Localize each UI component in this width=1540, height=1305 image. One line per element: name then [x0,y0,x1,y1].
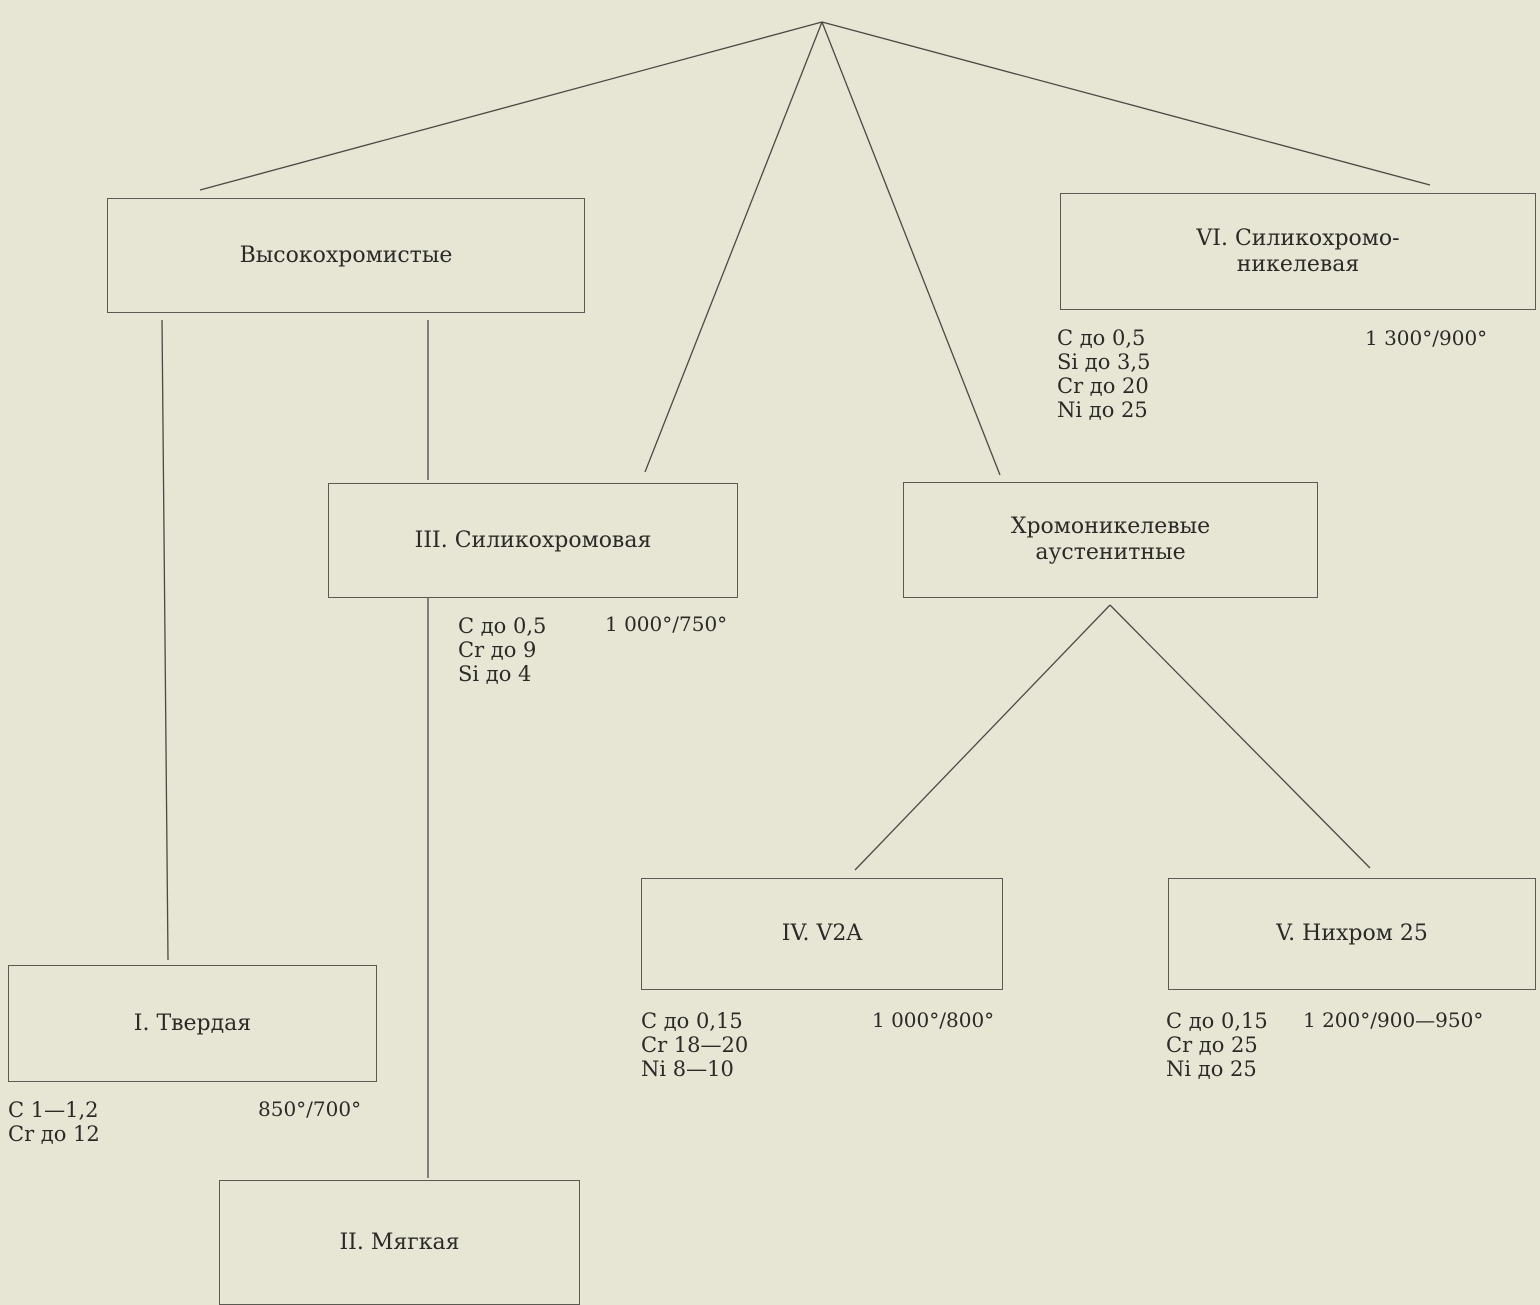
spec-line: Ni 8—10 [641,1057,734,1081]
node-title-line2: аустенитные [1035,540,1186,565]
edge-root-highchrome [199,21,823,191]
temp-V: 1 200°/900—950° [1303,1008,1484,1032]
node-title: Высокохромистые [239,242,453,268]
spec-line: Ni до 25 [1166,1057,1257,1081]
node-title: IV. V2A [781,921,863,946]
node-title: V. Нихром 25 [1276,921,1428,946]
node-IV: IV. V2A [641,878,1003,990]
node-title: II. Мягкая [339,1229,460,1255]
temp-I: 850°/700° [258,1097,362,1121]
spec-line: Ni до 25 [1057,398,1148,422]
temp-IV: 1 000°/800° [872,1008,995,1032]
spec-line: Cr до 25 [1166,1033,1258,1057]
temp-III: 1 000°/750° [605,612,728,636]
node-II: II. Мягкая [219,1180,580,1305]
node-V: V. Нихром 25 [1168,878,1536,990]
node-VI: VI. Силикохромо- никелевая [1060,193,1536,310]
edge-root-chromonickel [821,21,1001,476]
spec-line: Cr до 9 [458,638,537,662]
spec-line: С до 0,15 [641,1009,743,1033]
temp-VI: 1 300°/900° [1365,326,1488,350]
spec-line: Si до 4 [458,662,532,686]
spec-line: Сr до 12 [8,1122,100,1146]
edge-highchrome-I [161,319,169,961]
edge-chromonickel-IV [854,604,1111,871]
spec-line: Cr до 20 [1057,374,1149,398]
spec-line: С 1—1,2 [8,1098,99,1122]
spec-line: С до 0,5 [1057,326,1146,350]
node-I: I. Твердая [8,965,377,1082]
node-title-line1: VI. Силикохромо- [1196,225,1400,251]
node-title-line1: Хромоникелевые [1010,514,1211,539]
spec-line: Si до 3,5 [1057,350,1151,374]
node-high-chrome: Высокохромистые [107,198,585,313]
spec-line: Cr 18—20 [641,1033,749,1057]
edge-root-VI [821,21,1431,186]
node-title: I. Твердая [133,1010,252,1036]
edge-root-III [644,21,823,473]
spec-line: С до 0,15 [1166,1009,1268,1033]
node-chromonickel: Хромоникелевые аустенитные [903,482,1318,598]
node-title: III. Силикохромовая [414,527,652,553]
spec-line: С до 0,5 [458,614,547,638]
node-title-line2: никелевая [1236,251,1360,277]
edge-chromonickel-V [1109,604,1371,869]
node-III: III. Силикохромовая [328,483,738,598]
